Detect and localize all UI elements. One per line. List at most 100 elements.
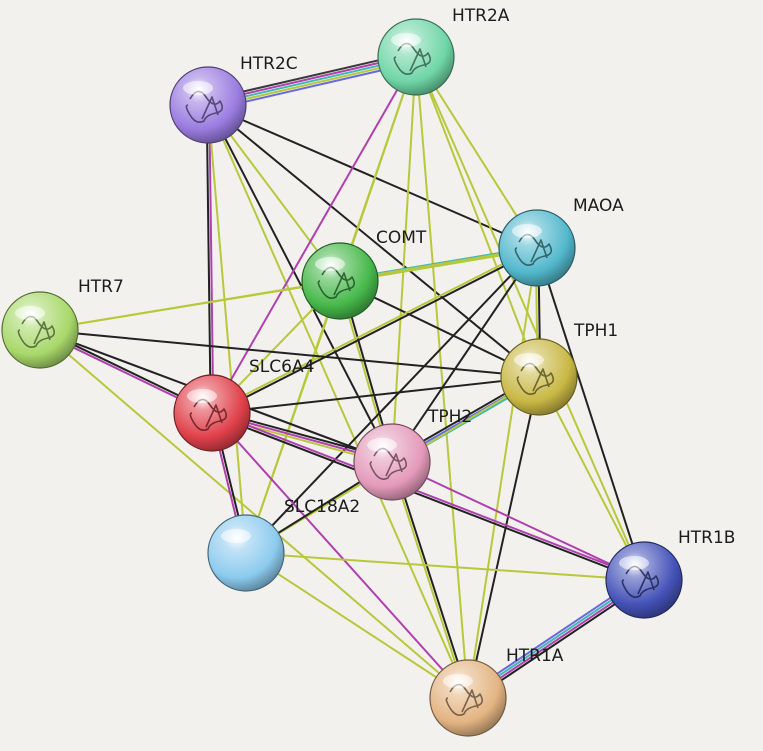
node-maoa[interactable] [498, 209, 576, 287]
edge-tph2-htr1b [391, 461, 645, 581]
node-label-htr2c: HTR2C [240, 54, 298, 74]
node-layer [1, 18, 683, 737]
node-label-htr2a: HTR2A [452, 6, 510, 26]
edge-htr2a-tph1 [415, 56, 540, 378]
sphere-highlight [315, 257, 345, 271]
node-label-slc18a2: SLC18A2 [284, 497, 360, 517]
edge-maoa-htr1a [467, 247, 538, 699]
protein-structure-icon [185, 90, 224, 123]
edge-line [211, 56, 417, 414]
sphere-highlight [367, 438, 397, 452]
node-label-htr7: HTR7 [78, 277, 124, 297]
edge-line [39, 329, 469, 699]
sphere-highlight [619, 556, 649, 570]
sphere-highlight [183, 81, 213, 95]
edge-maoa-htr1b [536, 247, 645, 581]
node-label-maoa: MAOA [573, 196, 624, 216]
node-label-tph1: TPH1 [573, 321, 618, 341]
edge-line [39, 247, 538, 331]
edge-line [208, 103, 215, 414]
edge-htr7-tph1 [39, 329, 540, 378]
edge-line [415, 56, 645, 581]
node-comt[interactable] [301, 242, 379, 320]
edge-maoa-slc6a4 [210, 245, 539, 416]
node-sphere[interactable] [207, 514, 285, 592]
protein-structure-icon [17, 315, 56, 348]
node-htr1a[interactable] [429, 659, 507, 737]
protein-structure-icon [514, 233, 553, 266]
edge-line [536, 247, 645, 581]
edge-slc6a4-htr1b [210, 410, 646, 583]
edge-line [415, 56, 540, 378]
sphere-highlight [391, 33, 421, 47]
node-htr7[interactable] [1, 291, 79, 369]
edge-line [207, 104, 540, 378]
node-label-comt: COMT [376, 228, 427, 248]
node-label-htr1b: HTR1B [678, 528, 735, 548]
edge-line [210, 413, 645, 583]
edge-line [207, 104, 538, 249]
label-layer: HTR2A HTR2C MAOA COMT HTR7 TPH1 SLC6A4 T… [78, 6, 735, 666]
protein-structure-icon [317, 266, 356, 299]
edge-line [391, 247, 538, 463]
edge-htr2c-tph2 [207, 104, 393, 463]
node-tph2[interactable] [353, 423, 431, 501]
edge-line [245, 552, 469, 699]
edge-tph1-htr1a [467, 376, 540, 699]
edge-slc18a2-htr1a [245, 552, 469, 699]
edge-htr2c-htr1a [207, 104, 469, 699]
edge-line [415, 56, 469, 699]
edge-htr2c-tph1 [207, 104, 540, 378]
edge-line [389, 461, 468, 700]
node-label-tph2: TPH2 [427, 407, 472, 427]
sphere-highlight [512, 224, 542, 238]
edge-slc18a2-htr1b [245, 552, 645, 581]
node-htr1b[interactable] [605, 541, 683, 619]
node-htr2c[interactable] [169, 66, 247, 144]
protein-structure-icon [445, 683, 484, 716]
edge-maoa-htr7 [39, 247, 538, 331]
edge-htr2a-slc6a4 [211, 56, 417, 414]
node-tph1[interactable] [500, 338, 578, 416]
edge-line [391, 461, 645, 581]
edge-line [211, 376, 540, 414]
sphere-highlight [15, 306, 45, 320]
edge-htr2a-htr1b [415, 56, 645, 581]
node-label-slc6a4: SLC6A4 [249, 357, 314, 377]
edge-slc6a4-htr1a [211, 412, 469, 699]
node-slc18a2[interactable] [207, 514, 285, 592]
node-slc6a4[interactable] [173, 374, 251, 452]
edge-line [205, 104, 212, 415]
edge-line [210, 245, 538, 413]
edge-htr2a-htr1a [415, 56, 469, 699]
edge-line [392, 460, 471, 699]
protein-structure-icon [369, 447, 408, 480]
edge-htr2c-maoa [207, 104, 538, 249]
edge-maoa-slc18a2 [245, 247, 538, 554]
protein-structure-icon [621, 565, 660, 598]
edge-line [211, 248, 539, 416]
sphere-highlight [443, 674, 473, 688]
edge-htr2c-slc6a4 [205, 103, 215, 415]
edge-line [207, 104, 247, 554]
edge-line [211, 412, 469, 699]
edge-line [467, 376, 540, 699]
sphere-highlight [221, 529, 251, 543]
edge-line [245, 247, 538, 554]
edge-line [211, 410, 646, 580]
edge-line [467, 247, 538, 699]
edge-line [39, 329, 540, 378]
edge-tph2-htr1a [389, 460, 471, 700]
edge-line [207, 104, 393, 463]
edge-line [245, 552, 645, 581]
edge-line [207, 104, 469, 699]
edge-maoa-tph2 [391, 247, 538, 463]
node-label-htr1a: HTR1A [506, 646, 564, 666]
edge-htr2c-slc18a2 [207, 104, 247, 554]
node-htr2a[interactable] [377, 18, 455, 96]
protein-structure-icon [516, 362, 555, 395]
edge-htr7-htr1a [39, 329, 469, 699]
protein-structure-icon [189, 398, 228, 431]
protein-structure-icon [393, 42, 432, 75]
